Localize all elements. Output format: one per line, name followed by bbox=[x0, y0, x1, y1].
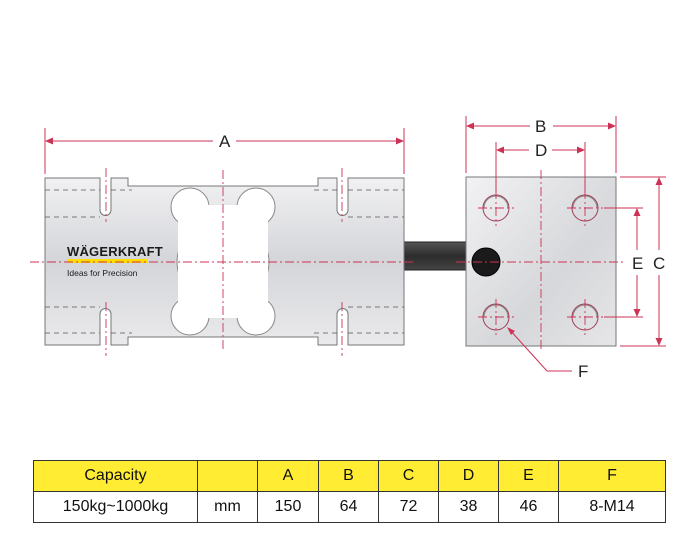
dimension-b-label: B bbox=[535, 117, 546, 136]
dimension-a-label: A bbox=[219, 132, 231, 151]
value-capacity: 150kg~1000kg bbox=[33, 491, 198, 523]
dimension-d bbox=[495, 142, 586, 192]
dimension-d-label: D bbox=[535, 141, 547, 160]
header-a: A bbox=[257, 460, 319, 492]
dimension-c-label: C bbox=[653, 254, 665, 273]
top-left-slot bbox=[99, 178, 112, 216]
value-b: 64 bbox=[318, 491, 379, 523]
dimension-c bbox=[620, 176, 666, 347]
header-f: F bbox=[558, 460, 666, 492]
side-view: B D E C bbox=[456, 116, 666, 381]
header-b: B bbox=[318, 460, 379, 492]
bottom-right-slot bbox=[336, 308, 349, 345]
brand-logo: WÄGERKRAFT Ideas for Precision bbox=[67, 244, 163, 278]
header-c: C bbox=[378, 460, 439, 492]
logo-underline bbox=[67, 259, 147, 263]
header-d: D bbox=[438, 460, 499, 492]
logo-tagline: Ideas for Precision bbox=[67, 268, 138, 278]
dimension-e bbox=[604, 207, 643, 318]
spec-header-row: Capacity A B C D E F bbox=[33, 460, 666, 492]
cable bbox=[403, 241, 467, 271]
center-lines bbox=[30, 168, 415, 356]
dimension-e-label: E bbox=[632, 254, 643, 273]
top-right-slot bbox=[336, 178, 349, 216]
dimension-b bbox=[465, 116, 617, 173]
hidden-lines bbox=[45, 189, 404, 334]
header-capacity: Capacity bbox=[33, 460, 198, 492]
side-center-lines bbox=[456, 170, 626, 352]
value-c: 72 bbox=[378, 491, 439, 523]
value-d: 38 bbox=[438, 491, 499, 523]
leader-f bbox=[507, 327, 572, 372]
dimension-a bbox=[44, 128, 405, 174]
header-unit bbox=[197, 460, 258, 492]
value-e: 46 bbox=[498, 491, 559, 523]
spec-table: Capacity A B C D E F 150kg~1000kg mm 150… bbox=[33, 460, 666, 523]
value-f: 8-M14 bbox=[558, 491, 666, 523]
front-view: WÄGERKRAFT Ideas for Precision A bbox=[30, 128, 467, 356]
dimension-f-label: F bbox=[578, 362, 588, 381]
spec-value-row: 150kg~1000kg mm 150 64 72 38 46 8-M14 bbox=[33, 491, 666, 523]
value-unit: mm bbox=[197, 491, 258, 523]
logo-text: WÄGERKRAFT bbox=[67, 244, 163, 259]
value-a: 150 bbox=[257, 491, 319, 523]
header-e: E bbox=[498, 460, 559, 492]
bottom-left-slot bbox=[99, 308, 112, 345]
